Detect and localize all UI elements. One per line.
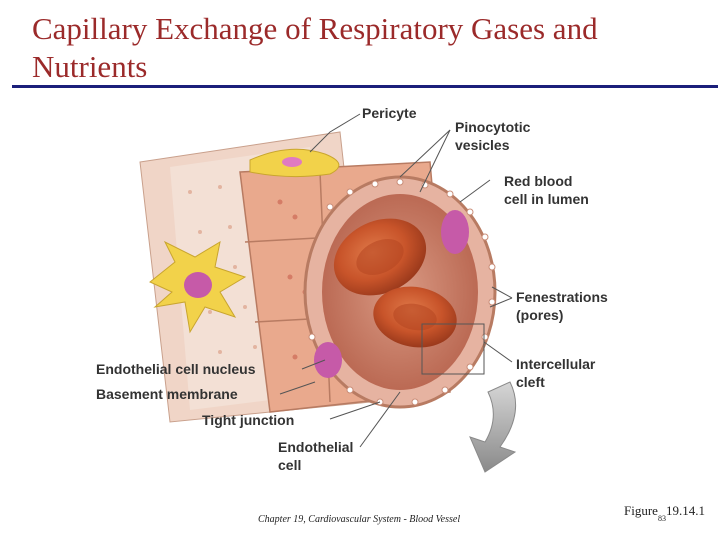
slide-title: Capillary Exchange of Respiratory Gases … (32, 11, 598, 84)
page-number: 83 (657, 514, 666, 523)
figure-number: 19.14.1 (665, 503, 705, 518)
label-pinocytotic-2: vesicles (455, 137, 510, 153)
title-underline (12, 85, 718, 88)
label-intercellular-1: Intercellular (516, 356, 596, 372)
label-fenestrations-2: (pores) (516, 307, 563, 323)
label-basement-membrane: Basement membrane (96, 386, 238, 402)
red-blood-cells (333, 218, 457, 348)
diagram-labels: Pericyte Pinocytotic vesicles Red blood … (96, 105, 608, 473)
label-pinocytotic-1: Pinocytotic (455, 119, 531, 135)
magnify-arrow (469, 381, 517, 473)
label-endothelial-cell-1: Endothelial (278, 439, 353, 455)
label-endothelial-cell-2: cell (278, 457, 301, 473)
pericyte-cells (149, 148, 340, 334)
nucleus-upper (441, 210, 469, 254)
nucleus-lower (314, 342, 342, 378)
label-rbc-1: Red blood (504, 173, 572, 189)
leader-lines (279, 113, 513, 448)
figure-reference: Figure8319.14.1 (624, 503, 705, 523)
figure-prefix: Figure (624, 503, 658, 518)
label-rbc-2: cell in lumen (504, 191, 589, 207)
capillary-diagram: Pericyte Pinocytotic vesicles Red blood … (96, 105, 608, 473)
label-tight-junction: Tight junction (202, 412, 294, 428)
label-fenestrations-1: Fenestrations (516, 289, 608, 305)
intercellular-cleft-box (421, 323, 485, 375)
label-intercellular-2: cleft (516, 374, 545, 390)
slide-footer: Chapter 19, Cardiovascular System - Bloo… (258, 514, 461, 525)
label-pericyte: Pericyte (362, 105, 417, 121)
label-endothelial-nucleus: Endothelial cell nucleus (96, 361, 256, 377)
